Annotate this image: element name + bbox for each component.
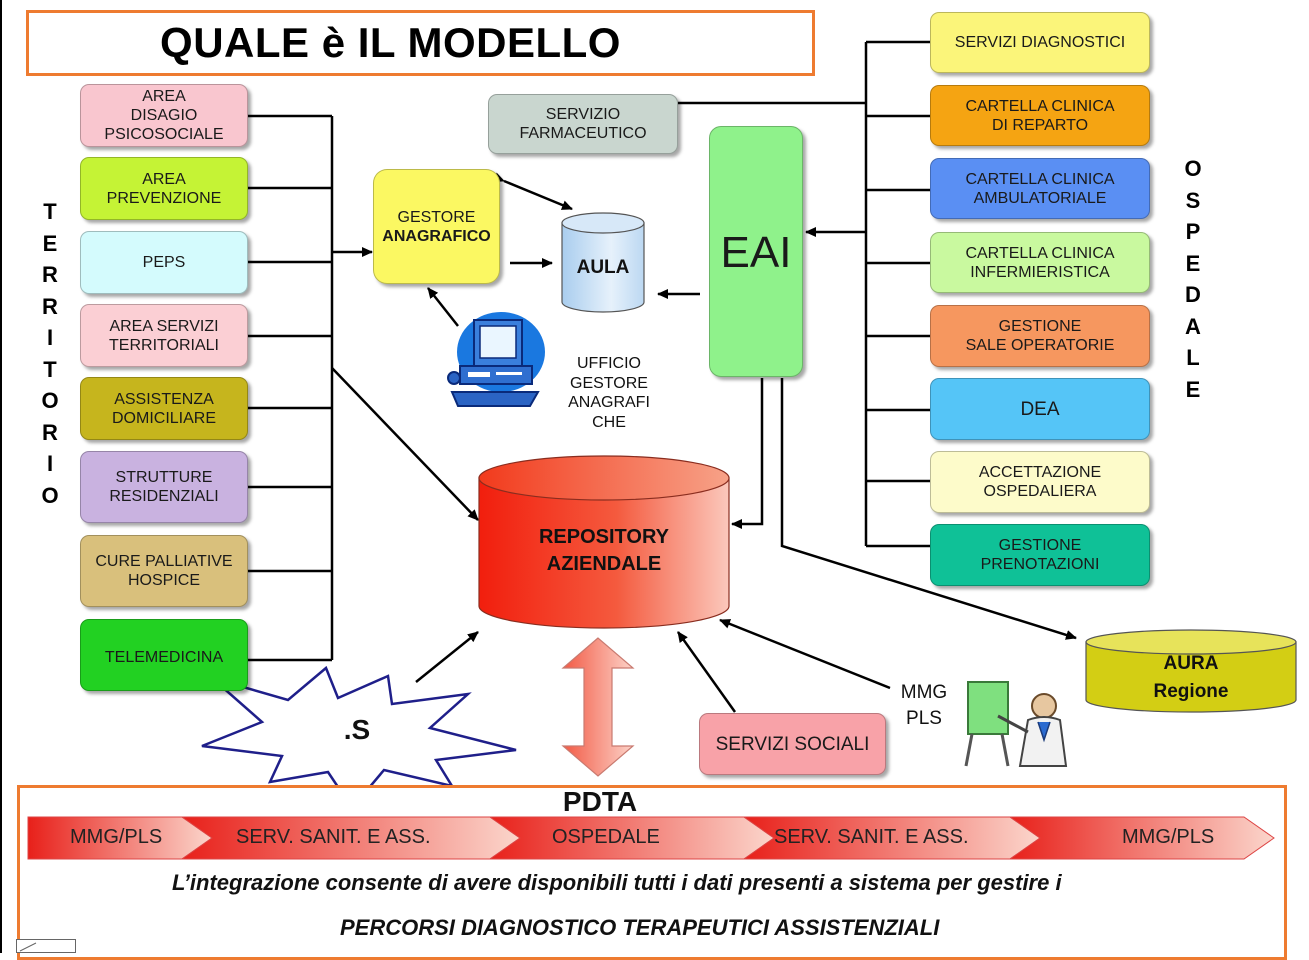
ospedale-box-sale-operatorie: GESTIONE SALE OPERATORIE: [930, 305, 1150, 367]
aula-label: AULA: [576, 257, 630, 278]
title-box: QUALE è IL MODELLO: [26, 10, 815, 76]
territorio-box-assistenza-domiciliare: ASSISTENZA DOMICILIARE: [80, 377, 248, 440]
bus-to-repository-arrow: [331, 367, 479, 521]
star-to-repository-arrow: [415, 631, 479, 683]
ospedale-box-prenotazioni: GESTIONE PRENOTAZIONI: [930, 524, 1150, 586]
territorio-box-strutture-residenziali: STRUTTURE RESIDENZIALI: [80, 451, 248, 523]
mmg-pls-label: MMG PLS: [900, 682, 948, 729]
servizio-farmaceutico-box: SERVIZIO FARMACEUTICO: [488, 94, 678, 154]
gestore-label-line2: ANAGRAFICO: [382, 227, 491, 245]
star-label: .S: [343, 714, 371, 745]
aura-cylinder-shape: [1085, 629, 1297, 713]
territorio-box-telemedicina: TELEMEDICINA: [80, 619, 248, 691]
ospedale-label: O S P E D A L E: [1184, 156, 1202, 402]
doctor-presenter-icon: [964, 681, 1068, 767]
ospedale-box-cartella-ambulatoriale: CARTELLA CLINICA AMBULATORIALE: [930, 158, 1150, 219]
ufficio-to-gestore-arrow: [427, 287, 459, 327]
ospedale-box-servizi-diagnostici: SERVIZI DIAGNOSTICI: [930, 12, 1150, 73]
pdta-step-2: SERV. SANIT. E ASS.: [236, 826, 431, 848]
ospedale-box-cartella-infermieristica: CARTELLA CLINICA INFERMIERISTICA: [930, 232, 1150, 293]
sociali-to-repository-arrow: [676, 631, 737, 713]
territorio-label: T E R R I T O R I O: [41, 199, 59, 508]
territorio-box-peps: PEPS: [80, 231, 248, 294]
slide-thumbnail-icon: [16, 939, 76, 953]
pdta-description-line1: L’integrazione consente di avere disponi…: [172, 870, 1062, 895]
territorio-box-disagio: AREA DISAGIO PSICOSOCIALE: [80, 84, 248, 147]
ufficio-label: UFFICIO GESTORE ANAGRAFI CHE: [568, 355, 650, 431]
gestore-aula-double-arrow: [492, 172, 573, 211]
gestore-anagrafico-box: GESTORE ANAGRAFICO: [373, 169, 500, 284]
eai-box: EAI: [709, 126, 803, 377]
frame-left-edge: [0, 0, 2, 953]
pdta-step-5: MMG/PLS: [1122, 826, 1215, 848]
territorio-box-cure-palliative: CURE PALLIATIVE HOSPICE: [80, 535, 248, 607]
servizi-sociali-box: SERVIZI SOCIALI: [699, 713, 886, 775]
territorio-box-prevenzione: AREA PREVENZIONE: [80, 157, 248, 220]
pdta-step-1: MMG/PLS: [70, 826, 163, 848]
eai-to-repository-arrow: [731, 378, 764, 529]
pdta-repository-double-arrow: [561, 637, 635, 777]
aula-cylinder-shape: [561, 212, 645, 313]
repository-label: REPOSITORY AZIENDALE: [538, 526, 670, 575]
ospedale-box-accettazione: ACCETTAZIONE OSPEDALIERA: [930, 451, 1150, 513]
ospedale-box-dea: DEA: [930, 378, 1150, 440]
aura-label: AURA Regione: [1153, 653, 1229, 702]
page-title: QUALE è IL MODELLO: [160, 19, 621, 66]
pdta-box: [17, 785, 1287, 960]
eai-label: EAI: [720, 228, 792, 277]
pdta-step-4: SERV. SANIT. E ASS.: [774, 826, 969, 848]
territorio-box-servizi-territoriali: AREA SERVIZI TERRITORIALI: [80, 304, 248, 367]
ospedale-connectors: [864, 40, 930, 548]
gestore-label-line1: GESTORE: [397, 208, 476, 226]
star-burst-shape: [201, 665, 517, 811]
computer-icon: [447, 312, 545, 407]
pdta-description-line2: PERCORSI DIAGNOSTICO TERAPEUTICI ASSISTE…: [340, 915, 940, 940]
eai-to-aura-arrow: [780, 378, 1077, 640]
ospedale-box-cartella-reparto: CARTELLA CLINICA DI REPARTO: [930, 85, 1150, 146]
repository-cylinder-shape: [478, 455, 730, 629]
pdta-step-3: OSPEDALE: [552, 826, 660, 848]
pdta-title: PDTA: [562, 786, 638, 817]
territorio-connectors: [248, 114, 334, 662]
mmg-to-repository-arrow: [719, 618, 891, 690]
